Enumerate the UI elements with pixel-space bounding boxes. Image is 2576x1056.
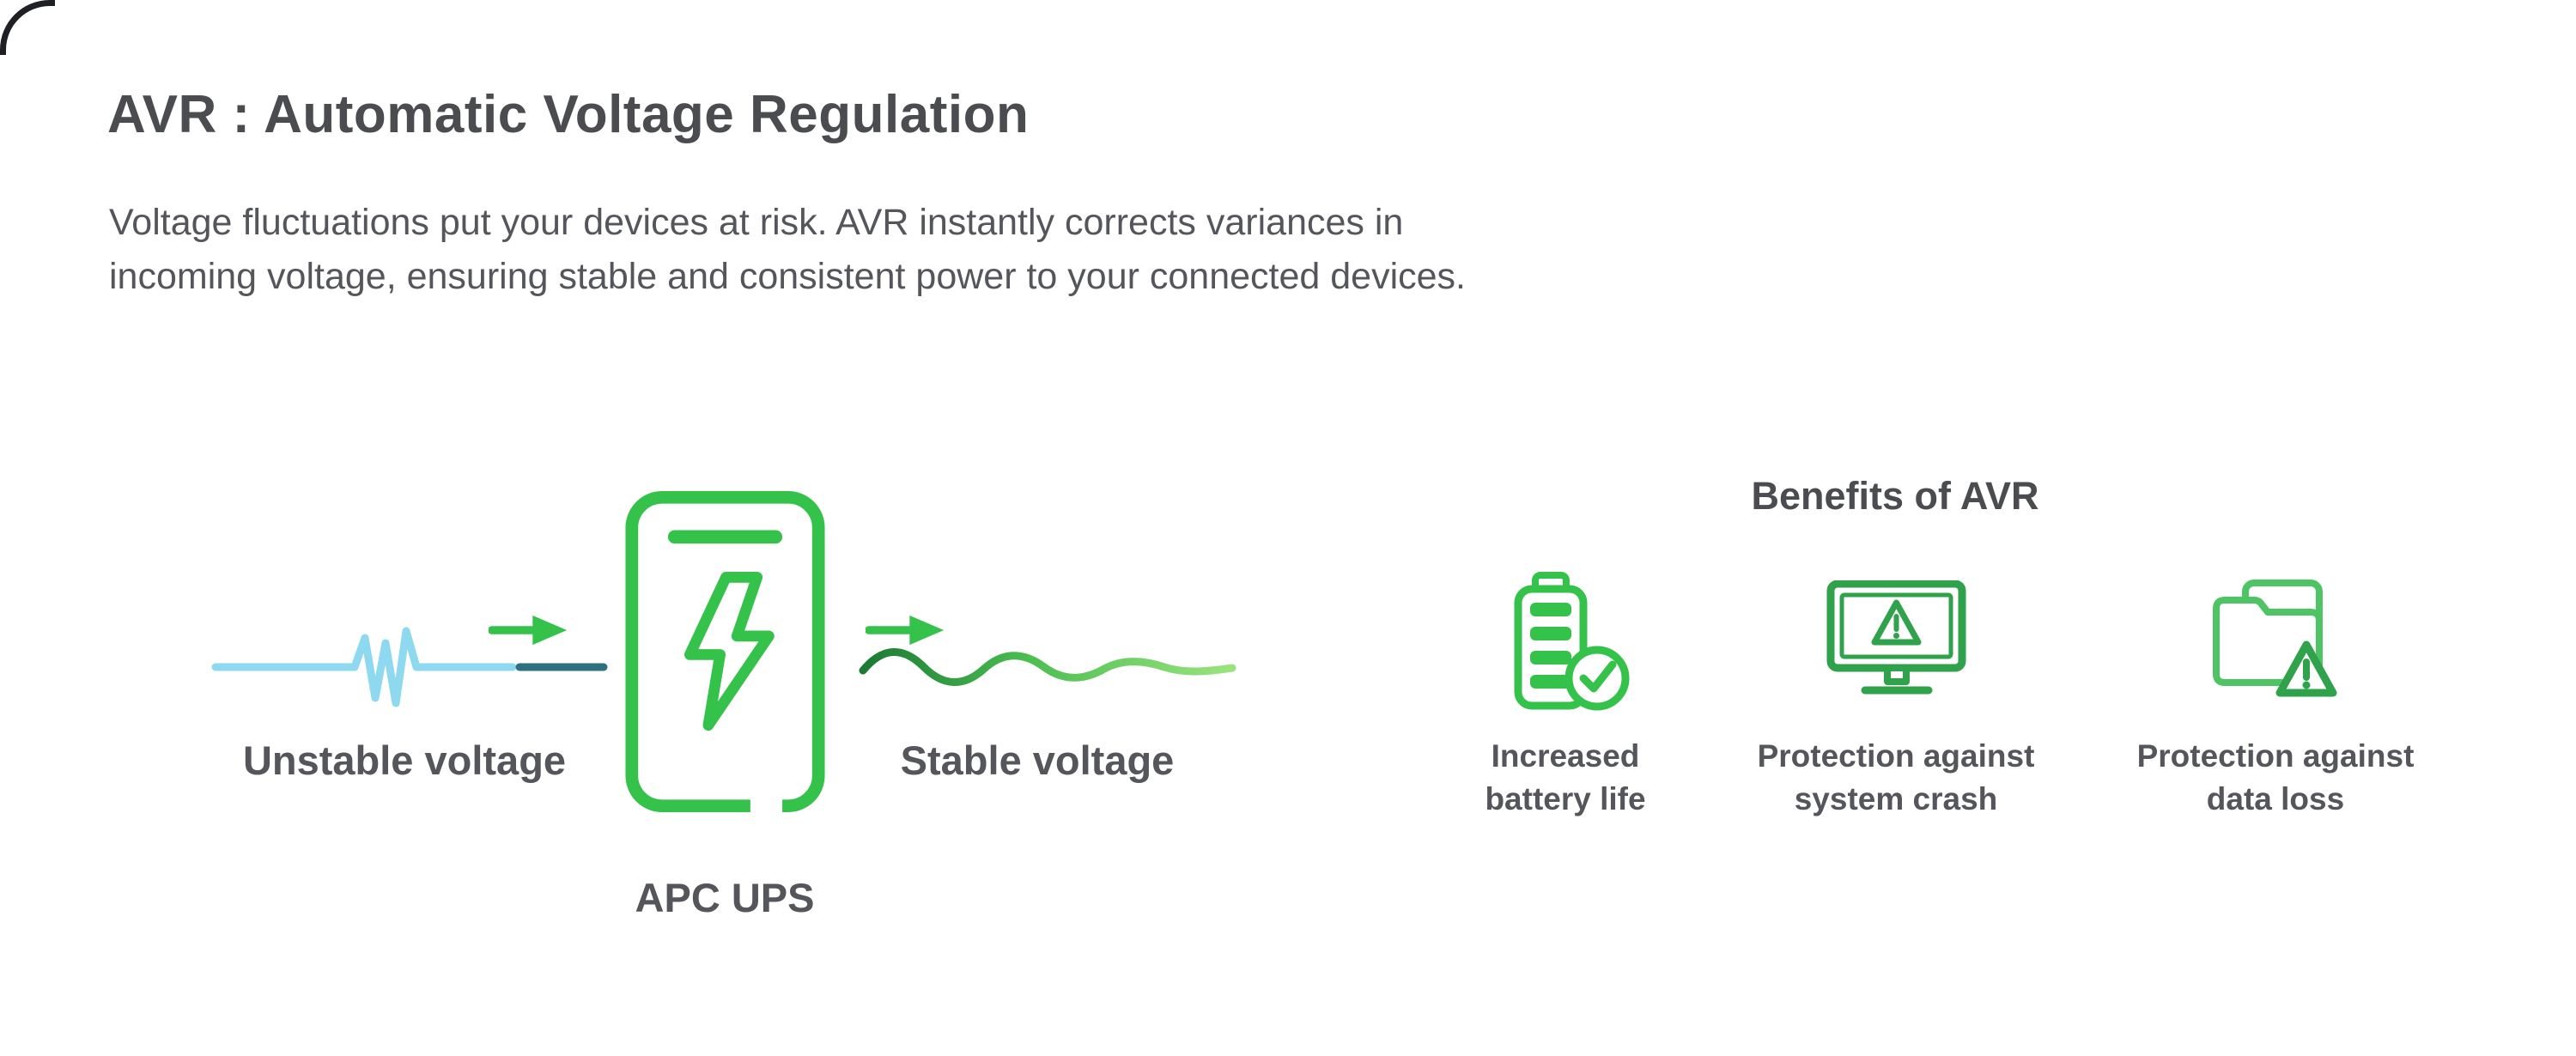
stable-voltage-label: Stable voltage bbox=[900, 737, 1175, 783]
benefit-system-crash: Protection against system crash bbox=[1656, 568, 2136, 821]
benefit-battery-life: Increased battery life bbox=[1325, 568, 1806, 821]
benefit-caption-system: Protection against system crash bbox=[1757, 738, 2035, 816]
flow-arrow-icon bbox=[866, 615, 945, 646]
benefits-heading: Benefits of AVR bbox=[1751, 474, 2039, 518]
page-description: Voltage fluctuations put your devices at… bbox=[109, 202, 1466, 297]
flow-arrow-icon bbox=[489, 615, 568, 646]
benefit-data-loss: Protection against data loss bbox=[2035, 568, 2516, 821]
benefit-caption-data: Protection against data loss bbox=[2136, 738, 2415, 816]
lightning-bolt-icon bbox=[684, 571, 775, 731]
page-title: AVR : Automatic Voltage Regulation bbox=[107, 85, 1030, 144]
window-corner-decoration bbox=[0, 0, 55, 55]
unstable-voltage-label: Unstable voltage bbox=[242, 737, 567, 783]
folder-warning-icon bbox=[2209, 568, 2342, 716]
stable-waveform-icon bbox=[859, 648, 1236, 686]
ups-indicator-bar bbox=[667, 530, 783, 544]
monitor-warning-icon bbox=[1826, 568, 1967, 716]
battery-check-icon bbox=[1501, 568, 1630, 716]
ups-device-icon bbox=[625, 490, 825, 815]
benefit-caption-battery: Increased battery life bbox=[1485, 738, 1646, 816]
ups-outline-gap bbox=[750, 792, 783, 815]
apc-ups-label: APC UPS bbox=[635, 875, 815, 920]
unstable-waveform-icon bbox=[211, 627, 608, 707]
